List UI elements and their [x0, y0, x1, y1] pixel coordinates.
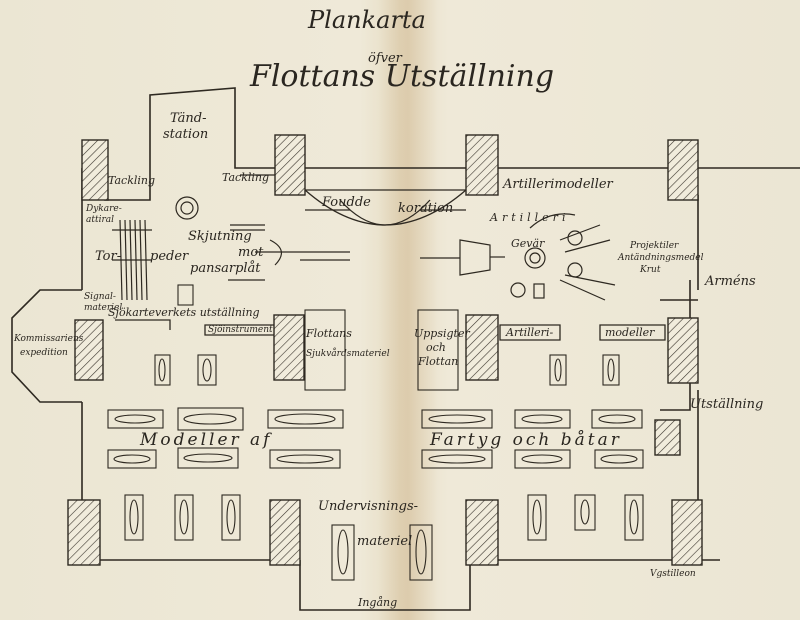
label-skjutning-2: mot [238, 245, 264, 260]
sjukvard-cases [304, 309, 459, 391]
map-title-line2: öfver [368, 51, 402, 66]
artillery-exhibit [420, 213, 616, 301]
label-kommissariens-1: Kommissariens [14, 334, 84, 344]
label-armens: Arméns [705, 274, 756, 289]
label-tand-station-1: Tänd- [170, 111, 207, 126]
label-tartyg: Fartyg och båtar [430, 430, 622, 450]
torpedo-exhibit [112, 196, 350, 301]
label-tackling-left: Tackling [108, 174, 156, 187]
label-kommissariens-2: expedition [20, 348, 68, 358]
label-sjokarteverkets: Sjökarteverkets utställning [108, 306, 260, 319]
exhibit-cases [107, 284, 644, 581]
label-modeller-hall: modeller [605, 326, 655, 339]
label-koration: koration [398, 201, 454, 216]
label-krut: Krut [640, 265, 661, 275]
label-signal-1: Signal- [84, 292, 116, 302]
label-projektiler: Projektiler [630, 241, 679, 251]
case-column-right [527, 354, 644, 541]
label-torpeder-2: peder [150, 249, 189, 264]
label-dykare-1: Dykare- [86, 204, 122, 214]
signature: Vgstilleon [650, 569, 696, 579]
label-artilleri-hall: Artilleri- [506, 326, 554, 339]
label-signal-2: materiel [84, 303, 123, 313]
label-modeller-af: Modeller af [140, 430, 273, 450]
label-sjoinstrument: Sjöinstrument [208, 325, 273, 335]
label-skjutning-3: pansarplåt [190, 261, 261, 276]
label-tackling-mid: Tackling [222, 171, 270, 184]
label-tand-station-2: station [163, 127, 209, 142]
label-flottans-1: Flottans [306, 327, 352, 340]
label-uppsigter-2: och [426, 341, 446, 354]
case-row-upper [107, 407, 643, 431]
map-title-line1: Plankarta [308, 6, 426, 34]
label-artillerimodeller: Artillerimodeller [503, 177, 613, 192]
label-ingang: Ingång [358, 596, 398, 609]
label-uppsigter-1: Uppsigter [414, 327, 470, 340]
label-foudde: Foudde [322, 195, 371, 210]
label-artilleri-arc: Artilleri [490, 211, 570, 224]
label-antandningsmedel: Antändningsmedel [618, 253, 704, 263]
label-undervisnings-1: Undervisnings- [318, 499, 419, 514]
label-uppsigter-3: Flottan [418, 355, 459, 368]
label-skjutning-1: Skjutning [188, 229, 252, 244]
case-column-left [124, 354, 433, 581]
outer-walls [11, 87, 800, 611]
map-title-line3: Flottans Utställning [250, 59, 555, 94]
label-torpeder-1: Tor- [95, 249, 122, 264]
label-undervisnings-2: materiel [357, 534, 413, 549]
label-gevar: Gevär [511, 237, 545, 250]
label-dykare-2: attiral [86, 215, 115, 225]
pillars [67, 134, 703, 566]
case-row-lower [107, 447, 644, 469]
label-flottans-2: Sjukvårdsmateriel [306, 349, 390, 359]
label-utstallning-right: Utställning [690, 397, 764, 412]
